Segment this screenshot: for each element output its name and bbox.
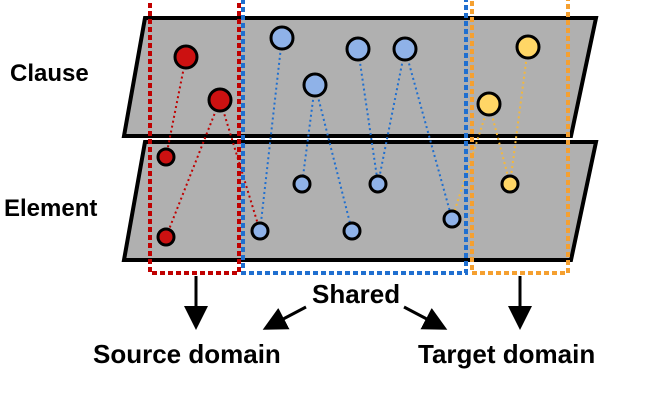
element-node-source-1 (156, 147, 176, 167)
clause-node-target-1 (476, 91, 502, 117)
shared-to-source-arrow (262, 305, 307, 330)
shared-label: Shared (312, 279, 401, 309)
clause-node-target-2 (515, 34, 541, 60)
shared-connections (259, 37, 453, 232)
shared-to-target-arrow (403, 305, 448, 330)
source-connections (165, 56, 221, 238)
clause-node-shared-4 (392, 36, 418, 62)
element-node-shared-2 (292, 174, 312, 194)
clause-node-shared-2 (302, 72, 328, 98)
clause-node-source-1 (173, 44, 199, 70)
element-label: Element (4, 195, 98, 222)
element-node-shared-3 (342, 221, 362, 241)
clause-node-shared-3 (345, 36, 371, 62)
clause-node-shared-1 (269, 25, 295, 51)
clause-node-source-2 (207, 87, 233, 113)
source-domain-box (148, 0, 241, 275)
element-node-shared-4 (368, 174, 388, 194)
arrows (184, 276, 532, 330)
target-domain-label: Target domain (418, 339, 596, 369)
element-plane (121, 140, 599, 262)
element-node-shared-5 (442, 209, 462, 229)
element-node-source-2 (156, 227, 176, 247)
element-node-target-1 (500, 174, 520, 194)
target-domain-box (470, 0, 570, 275)
clause-nodes (173, 25, 541, 117)
source-domain-label: Source domain (93, 339, 281, 369)
element-nodes (156, 147, 520, 247)
clause-label: Clause (10, 60, 89, 87)
shared-domain-box (241, 0, 468, 275)
element-node-shared-1 (250, 221, 270, 241)
